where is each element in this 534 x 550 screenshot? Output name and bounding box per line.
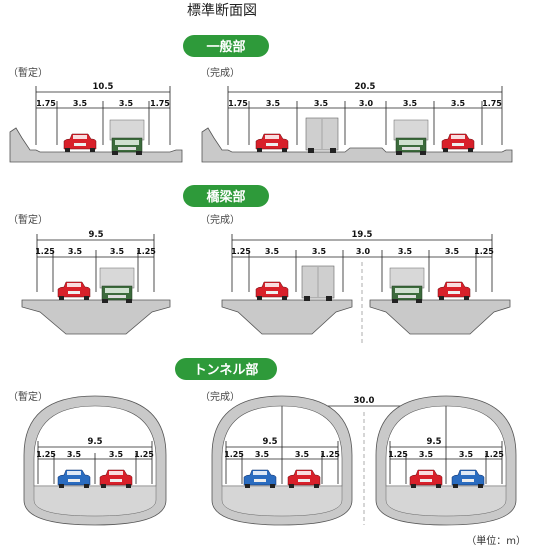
tunnel-invert xyxy=(221,485,343,517)
truck-icon xyxy=(393,119,429,156)
dimension-label: 1.75 xyxy=(36,99,56,108)
unit-note: （単位：m） xyxy=(466,534,526,547)
dimension-label: 1.25 xyxy=(224,450,244,459)
total-width-label: 20.5 xyxy=(355,82,376,92)
dimension-set-provisional: 9.5 1.25 3.5 3.5 1.25 xyxy=(35,230,156,292)
section-label-pill xyxy=(175,358,277,380)
dimension-label: 3.5 xyxy=(109,450,124,459)
dimension-label: 3.5 xyxy=(67,450,82,459)
mode-label-provisional: （暫定） xyxy=(8,213,48,226)
dimension-label: 3.5 xyxy=(403,99,418,108)
car-icon xyxy=(441,133,475,153)
section-label-pill xyxy=(183,185,269,207)
mode-label-provisional: （暫定） xyxy=(8,66,48,79)
car-icon xyxy=(57,281,91,301)
dimension-label: 1.25 xyxy=(484,450,504,459)
total-width-label: 19.5 xyxy=(352,230,373,240)
section-general: 一般部 （暫定） （完成） 10.5 1.75 3.5 3.5 1.75 20.… xyxy=(8,35,513,163)
dimension-set-complete-right: 9.5 1.25 3.5 3.5 1.25 xyxy=(388,437,504,484)
dimension-set-complete: 20.5 1.75 3.5 3.5 3.0 3.5 3.5 1.75 xyxy=(227,82,503,145)
bridge-deck xyxy=(369,299,511,335)
dimension-label: 3.5 xyxy=(419,450,434,459)
truck-icon xyxy=(99,267,135,304)
car-icon xyxy=(437,281,471,301)
mode-label-provisional: （暫定） xyxy=(8,390,48,403)
dimension-label: 1.25 xyxy=(388,450,408,459)
tube-spacing-label: 30.0 xyxy=(354,396,375,406)
dimension-set-provisional: 9.5 1.25 3.5 3.5 1.25 xyxy=(36,437,154,484)
dimension-label: 1.25 xyxy=(320,450,340,459)
dimension-set-provisional: 10.5 1.75 3.5 3.5 1.75 xyxy=(35,82,171,145)
dimension-label: 3.5 xyxy=(314,99,329,108)
total-width-label: 9.5 xyxy=(262,437,277,447)
truck-icon xyxy=(109,119,145,156)
dimension-label: 1.75 xyxy=(150,99,170,108)
section-label-pill xyxy=(183,35,269,57)
section-label: 橋梁部 xyxy=(206,189,245,205)
dimension-label: 3.0 xyxy=(356,247,371,256)
total-width-label: 9.5 xyxy=(87,437,102,447)
diagram-title: 標準断面図 xyxy=(187,3,257,19)
dimension-label: 1.75 xyxy=(482,99,502,108)
road-cross-section xyxy=(201,127,513,163)
dimension-label: 3.0 xyxy=(359,99,374,108)
dimension-label: 1.25 xyxy=(36,450,56,459)
dimension-label: 3.5 xyxy=(451,99,466,108)
dimension-label: 1.25 xyxy=(136,247,156,256)
dimension-label: 1.25 xyxy=(474,247,494,256)
dimension-label: 3.5 xyxy=(445,247,460,256)
dimension-label: 1.25 xyxy=(134,450,154,459)
total-width-label: 9.5 xyxy=(88,230,103,240)
mode-label-complete: （完成） xyxy=(200,213,240,226)
dimension-label: 3.5 xyxy=(265,247,280,256)
dimension-label: 3.5 xyxy=(266,99,281,108)
dimension-set-complete: 19.5 1.25 3.5 3.5 3.0 3.5 3.5 1.25 xyxy=(231,230,494,292)
bridge-deck xyxy=(221,299,353,335)
tunnel-invert xyxy=(385,485,507,517)
dimension-label: 3.5 xyxy=(312,247,327,256)
dimension-label: 3.5 xyxy=(73,99,88,108)
tunnel-bore xyxy=(33,405,157,487)
total-width-label: 10.5 xyxy=(93,82,114,92)
dimension-label: 3.5 xyxy=(459,450,474,459)
section-label: 一般部 xyxy=(206,39,245,55)
truck-icon xyxy=(305,117,339,154)
dimension-label: 3.5 xyxy=(110,247,125,256)
dimension-label: 3.5 xyxy=(295,450,310,459)
truck-icon xyxy=(301,265,335,302)
dimension-label: 3.5 xyxy=(119,99,134,108)
bridge-deck xyxy=(21,299,171,335)
tunnel-invert xyxy=(33,485,157,517)
dimension-label: 1.25 xyxy=(231,247,251,256)
car-icon xyxy=(63,133,97,153)
section-bridge: 橋梁部 （暫定） （完成） 9.5 1.25 3.5 3.5 1.25 19.5 xyxy=(8,185,511,345)
mode-label-complete: （完成） xyxy=(200,390,240,403)
total-width-label: 9.5 xyxy=(426,437,441,447)
dimension-label: 1.25 xyxy=(35,247,55,256)
dimension-label: 3.5 xyxy=(398,247,413,256)
dimension-set-complete-left: 9.5 1.25 3.5 3.5 1.25 xyxy=(224,437,340,484)
section-tunnel: トンネル部 （暫定） （完成） 9.5 1.25 3.5 3.5 1.25 xyxy=(8,358,517,526)
section-label: トンネル部 xyxy=(194,362,259,378)
car-icon xyxy=(255,281,289,301)
dimension-label: 3.5 xyxy=(68,247,83,256)
car-icon xyxy=(255,133,289,153)
dimension-label: 1.75 xyxy=(228,99,248,108)
mode-label-complete: （完成） xyxy=(200,66,240,79)
truck-icon xyxy=(389,267,425,304)
dimension-label: 3.5 xyxy=(255,450,270,459)
